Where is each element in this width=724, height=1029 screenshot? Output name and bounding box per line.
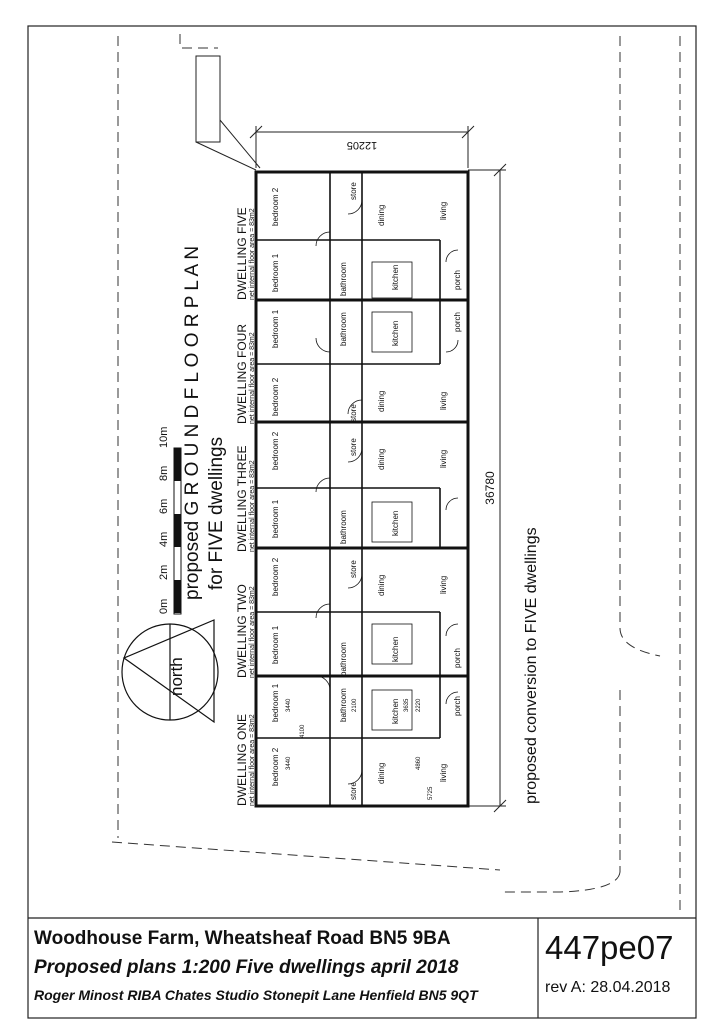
north-label: north <box>167 657 186 696</box>
dim-figure: 3635 <box>404 698 410 712</box>
room-label: dining <box>377 575 386 596</box>
scale-label: 4m <box>158 532 170 547</box>
room-label: bathroom <box>339 312 348 346</box>
north-arrow-icon <box>121 619 219 724</box>
room-label: living <box>439 392 448 410</box>
room-label: store <box>349 782 358 800</box>
plan-title-for: for FIVE dwellings <box>206 437 227 590</box>
title-block-architect: Roger Minost RIBA Chates Studio Stonepit… <box>34 987 478 1003</box>
room-label: store <box>349 560 358 578</box>
room-label: porch <box>453 648 462 668</box>
internal-walls <box>256 172 441 806</box>
dim-figure: 2100 <box>352 698 358 712</box>
dim-figure: 2220 <box>416 698 422 712</box>
scale-label: 6m <box>158 499 170 514</box>
dwelling-labels: DWELLING ONE DWELLING TWO DWELLING THREE… <box>235 207 256 806</box>
dwelling-name: DWELLING ONE <box>235 714 249 806</box>
scale-label: 8m <box>158 466 170 481</box>
room-label: kitchen <box>391 511 400 536</box>
room-label: bedroom 2 <box>271 377 280 416</box>
room-label: porch <box>453 312 462 332</box>
room-label: porch <box>453 696 462 716</box>
revision: rev A: 28.04.2018 <box>545 979 671 996</box>
room-label: porch <box>453 270 462 290</box>
area-note: net internal floor area = 83m2 <box>249 332 256 424</box>
room-label: bedroom 1 <box>271 625 280 664</box>
dwelling-name: DWELLING FOUR <box>235 324 249 424</box>
area-note: net internal floor area = 83m2 <box>249 714 256 806</box>
room-label: bathroom <box>339 262 348 296</box>
dwelling-name: DWELLING FIVE <box>235 207 249 300</box>
dim-width-label: 12205 <box>347 139 378 151</box>
room-label: dining <box>377 763 386 784</box>
plan-title-conversion: proposed conversion to FIVE dwellings <box>523 527 540 804</box>
room-label: bedroom 2 <box>271 557 280 596</box>
area-note: net internal floor area = 83m2 <box>249 208 256 300</box>
kitchen-units <box>371 261 413 731</box>
room-label: living <box>439 202 448 220</box>
room-label: kitchen <box>391 637 400 662</box>
site-boundary <box>111 34 681 910</box>
dim-figure: 5725 <box>428 786 434 800</box>
dim-figure: 4860 <box>416 756 422 770</box>
room-label: dining <box>377 205 386 226</box>
dwelling-name: DWELLING TWO <box>235 584 249 678</box>
existing-building <box>195 55 261 171</box>
room-label: kitchen <box>391 265 400 290</box>
room-label: store <box>349 182 358 200</box>
room-label: bedroom 1 <box>271 499 280 538</box>
room-label: kitchen <box>391 699 400 724</box>
room-label: bedroom 2 <box>271 431 280 470</box>
dim-figure: 3440 <box>286 756 292 770</box>
door-swings <box>315 199 459 785</box>
dwelling-one-dimensions: 3440 3440 4100 2100 3635 2220 4860 5725 <box>286 698 434 800</box>
room-label: living <box>439 764 448 782</box>
dim-length-label: 36780 <box>483 471 497 505</box>
title-block-description: Proposed plans 1:200 Five dwellings apri… <box>34 957 459 978</box>
room-label: store <box>349 404 358 422</box>
room-label: store <box>349 438 358 456</box>
dim-figure: 3440 <box>286 698 292 712</box>
scale-label: 2m <box>158 565 170 580</box>
plan-title-ground: proposed G R O U N D F L O O R P L A N <box>182 246 203 600</box>
scale-label: 10m <box>158 427 170 448</box>
sheet-border <box>27 25 697 1019</box>
room-label: bedroom 1 <box>271 309 280 348</box>
dimension-lines <box>249 125 507 813</box>
room-label: dining <box>377 391 386 412</box>
room-label: bathroom <box>339 642 348 676</box>
scale-bar: 0m 2m 4m 6m 8m 10m <box>158 427 182 615</box>
dim-figure: 4100 <box>300 724 306 738</box>
area-note: net internal floor area = 83m2 <box>249 460 256 552</box>
room-label: bedroom 1 <box>271 683 280 722</box>
room-label: living <box>439 450 448 468</box>
title-block-site: Woodhouse Farm, Wheatsheaf Road BN5 9BA <box>34 928 451 949</box>
room-label: bathroom <box>339 510 348 544</box>
room-label: bathroom <box>339 688 348 722</box>
room-labels: bedroom 2 bedroom 1 bathroom store dinin… <box>271 182 462 800</box>
room-label: living <box>439 576 448 594</box>
area-note: net internal floor area = 83m2 <box>249 586 256 678</box>
drawing-number: 447pe07 <box>545 929 674 966</box>
dwelling-name: DWELLING THREE <box>235 446 249 552</box>
room-label: bedroom 1 <box>271 253 280 292</box>
room-label: bedroom 2 <box>271 747 280 786</box>
room-label: dining <box>377 449 386 470</box>
room-label: bedroom 2 <box>271 187 280 226</box>
scale-label: 0m <box>158 599 170 614</box>
room-label: kitchen <box>391 321 400 346</box>
